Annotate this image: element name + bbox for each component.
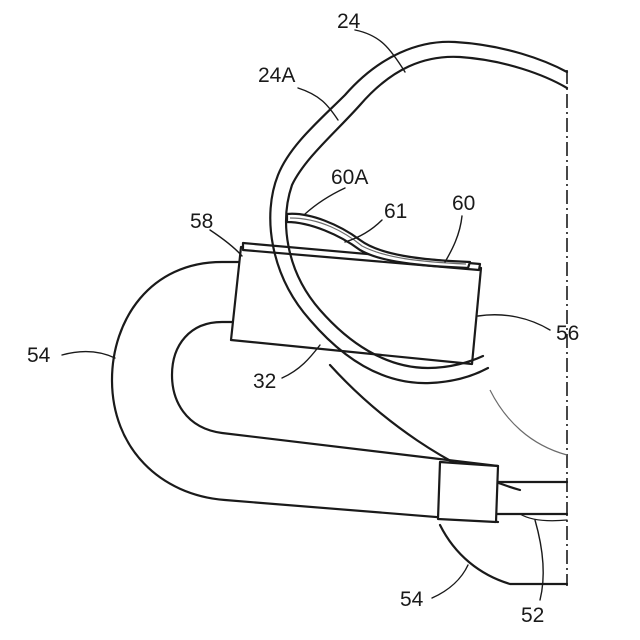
label-24a: 24A xyxy=(258,64,295,87)
leader-56 xyxy=(478,315,550,330)
leader-54-bottom xyxy=(432,565,468,598)
leader-60 xyxy=(445,216,462,262)
label-54-bottom: 54 xyxy=(400,588,424,611)
label-61: 61 xyxy=(384,200,407,223)
label-58: 58 xyxy=(190,210,213,233)
leader-24 xyxy=(355,30,405,72)
leader-32 xyxy=(282,345,320,378)
label-60: 60 xyxy=(452,192,475,215)
label-52: 52 xyxy=(521,604,544,627)
leader-52 xyxy=(535,520,543,600)
label-54-left: 54 xyxy=(27,344,51,367)
leader-24a xyxy=(298,88,338,120)
label-24: 24 xyxy=(337,10,361,33)
leader-58 xyxy=(210,230,242,256)
hose-end-cap xyxy=(438,462,498,522)
label-32: 32 xyxy=(253,370,276,393)
lower-body-contour xyxy=(490,390,567,455)
leader-54-left xyxy=(62,352,115,358)
label-56: 56 xyxy=(556,322,579,345)
label-60a: 60A xyxy=(331,166,368,189)
leader-60a xyxy=(305,188,345,214)
